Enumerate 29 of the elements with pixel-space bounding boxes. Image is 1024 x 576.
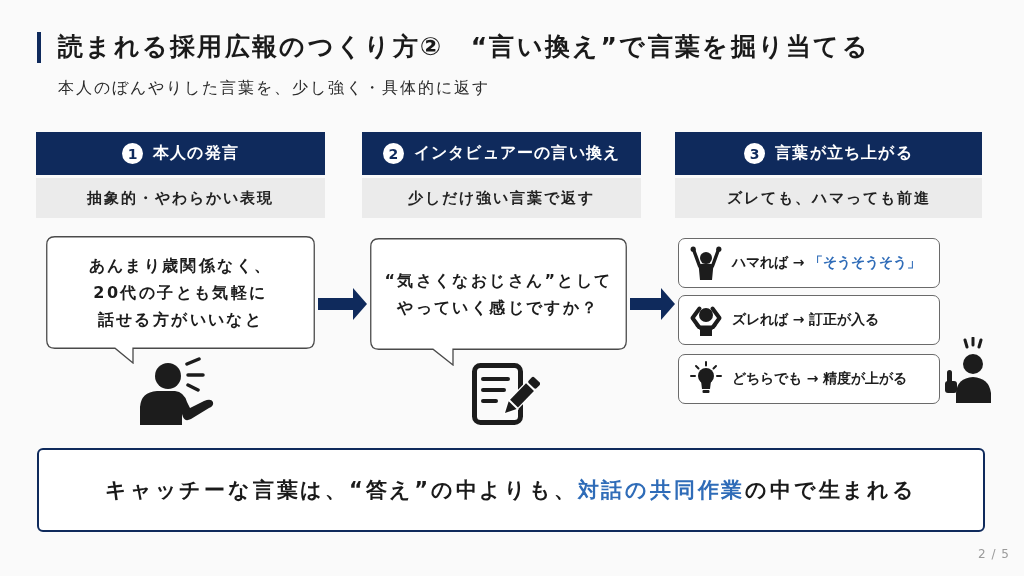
step-number: 3 xyxy=(744,143,766,164)
key-message: キャッチーな言葉は、“答え”の中よりも、対話の共同作業の中で生まれる xyxy=(105,477,917,504)
step-summary: ズレても、ハマっても前進 xyxy=(726,188,931,208)
outcome-text: ズレれば → 訂正が入る xyxy=(732,311,880,329)
block-arrow xyxy=(630,288,675,320)
message-panel xyxy=(37,448,985,532)
speech-bubble xyxy=(46,236,315,364)
subtitle: 本人のぼんやりした言葉を、少し強く・具体的に返す xyxy=(58,78,490,99)
outcome-text: ハマれば → 「そうそうそう」 xyxy=(732,254,922,272)
speech-text: “気さくなおじさん”としてやっていく感じですか？ xyxy=(384,270,613,319)
outcome-card xyxy=(678,295,940,345)
speech-text: あんまり歳関係なく、20代の子とも気軽に話せる方がいいなと xyxy=(87,255,274,331)
step-summary: 少しだけ強い言葉で返す xyxy=(408,188,595,208)
step-number: 1 xyxy=(122,143,143,164)
speech-bubble xyxy=(370,238,627,366)
step-header-bar xyxy=(36,132,325,175)
page-number: 2 / 5 xyxy=(978,547,1010,561)
outcome-text: どちらでも → 精度が上がる xyxy=(732,370,908,388)
outcome-card xyxy=(678,238,940,288)
block-arrow xyxy=(318,288,367,320)
outcome-card xyxy=(678,354,940,404)
slide-title: 読まれる採用広報のつくり方② “言い換え”で言葉を掘り当てる xyxy=(58,31,871,63)
step-title: インタビュアーの言い換え xyxy=(413,143,621,164)
step-header-bar xyxy=(362,132,641,175)
step-summary: 抽象的・やわらかい表現 xyxy=(87,188,274,208)
step-header-bar xyxy=(675,132,982,175)
step-title: 本人の発言 xyxy=(153,143,239,164)
step-title: 言葉が立ち上がる xyxy=(775,143,913,164)
step-number: 2 xyxy=(382,143,404,164)
